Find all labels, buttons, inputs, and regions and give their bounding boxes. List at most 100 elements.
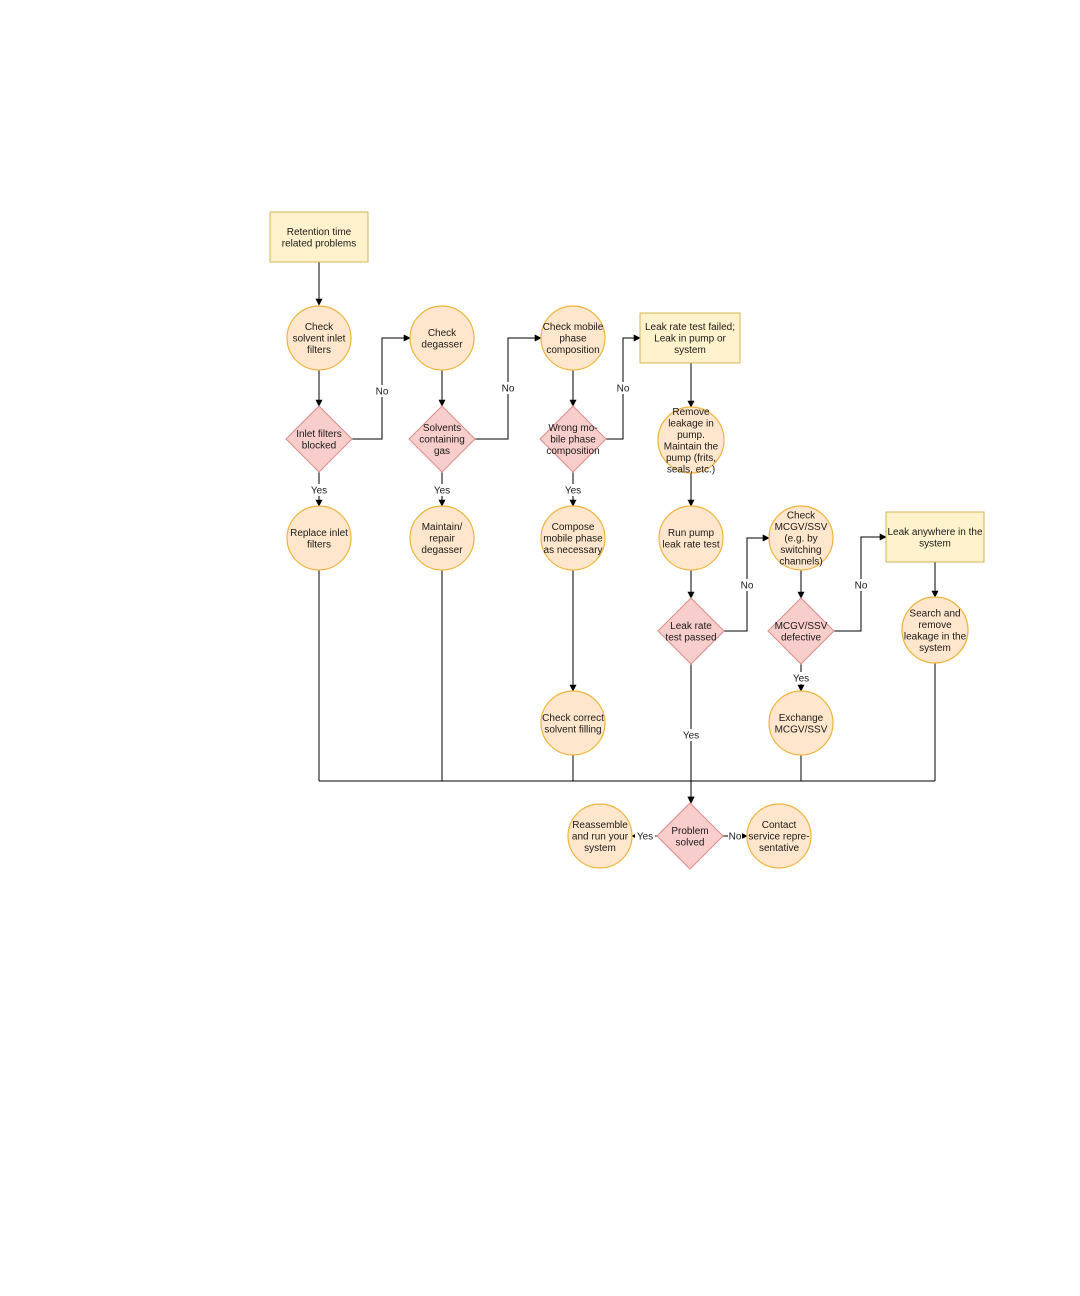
edge-label-solvents-gas-yes: Yes	[432, 484, 452, 497]
remove-leak-pump-circle	[657, 406, 725, 474]
maintain-degasser-label-line: degasser	[421, 545, 463, 556]
remove-leak-pump-label-line: Remove	[672, 407, 710, 418]
solvents-gas-label-line: Solvents	[423, 423, 461, 434]
check-filling-label-line: Check correct	[542, 713, 604, 724]
edge-label-wrong-mobile-no: No	[616, 382, 630, 395]
edge-label-wrong-mobile-no-bg	[616, 382, 630, 394]
edge-label-leak-passed-yes: Yes	[681, 729, 701, 742]
retention-label-line: Retention time	[287, 227, 352, 238]
edge-label-mcgv-defective-no-bg	[854, 579, 868, 591]
check-filling-circle	[540, 690, 606, 756]
edge-label-leak-passed-no-text: No	[741, 581, 754, 592]
edge-label-filters-blocked-no-bg	[375, 385, 389, 397]
replace-filters-circle	[286, 505, 352, 571]
edge-label-solvents-gas-yes-bg	[432, 484, 452, 496]
filters-blocked-label-line: Inlet filters	[296, 429, 342, 440]
edge-label-leak-passed-no: No	[740, 579, 754, 592]
contact-service-label-line: service repre-	[748, 832, 809, 843]
maintain-degasser-label-line: Maintain/	[422, 522, 463, 533]
wrong-mobile-diamond	[539, 405, 607, 473]
check-filters-label-line: filters	[307, 345, 331, 356]
check-mcgv-circle	[768, 505, 834, 571]
edge-label-filters-blocked-yes-bg	[309, 484, 329, 496]
wrong-mobile-label-line: bile phase	[550, 435, 596, 446]
search-remove-label-line: leakage in the	[904, 631, 967, 642]
mcgv-defective-diamond	[767, 597, 835, 665]
search-remove-label-line: Search and	[909, 608, 960, 619]
leak-anywhere-label-line: Leak anywhere in the	[887, 527, 983, 538]
remove-leak-pump-label-line: Maintain the	[664, 441, 719, 452]
edge-label-mcgv-defective-no-text: No	[855, 581, 868, 592]
edge-label-wrong-mobile-no-text: No	[617, 384, 630, 395]
solvents-gas-diamond	[408, 405, 476, 473]
leak-passed-diamond	[657, 597, 725, 665]
edge-label-wrong-mobile-yes-text: Yes	[565, 486, 581, 497]
contact-service-label-line: Contact	[762, 820, 797, 831]
reassemble-label-line: and run your	[572, 832, 629, 843]
search-remove-circle	[901, 596, 969, 664]
check-mobile-label-line: phase	[559, 334, 587, 345]
node-leak-failed: Leak rate test failed;Leak in pump orsys…	[639, 312, 741, 364]
filters-blocked-label-line: blocked	[302, 440, 336, 451]
edge-label-solvents-gas-yes-text: Yes	[434, 486, 450, 497]
retention-label-line: related problems	[282, 238, 356, 249]
reassemble-label-line: system	[584, 843, 616, 854]
problem-solved-label-line: solved	[676, 837, 705, 848]
leak-failed-label-line: Leak in pump or	[654, 334, 726, 345]
exchange-mcgv-label-line: Exchange	[779, 713, 824, 724]
check-filters-label-line: Check	[305, 322, 334, 333]
solvents-gas-label-line: containing	[419, 435, 465, 446]
check-mobile-label-line: composition	[546, 345, 599, 356]
edge-label-problem-solved-yes-text: Yes	[637, 832, 653, 843]
check-degasser-label-line: degasser	[421, 339, 463, 350]
edge-label-filters-blocked-no: No	[375, 385, 389, 398]
filters-blocked-diamond	[285, 405, 353, 473]
edge-label-problem-solved-yes: Yes	[635, 830, 655, 843]
check-degasser-label-line: Check	[428, 328, 457, 339]
remove-leak-pump-label-line: seals, etc.)	[667, 464, 715, 475]
edge-label-solvents-gas-no: No	[501, 382, 515, 395]
leak-passed-label-line: test passed	[665, 632, 716, 643]
edge-label-filters-blocked-yes-text: Yes	[311, 486, 327, 497]
leak-failed-label-line: Leak rate test failed;	[645, 322, 735, 333]
check-degasser-circle	[409, 305, 475, 371]
remove-leak-pump-label-line: pump.	[677, 430, 705, 441]
edge-label-mcgv-defective-no: No	[854, 579, 868, 592]
replace-filters-label-line: Replace inlet	[290, 528, 348, 539]
leak-anywhere-label-line: system	[919, 538, 951, 549]
exchange-mcgv-circle	[768, 690, 834, 756]
contact-service-circle	[746, 803, 812, 869]
leak-passed-label-line: Leak rate	[670, 621, 712, 632]
remove-leak-pump-label-line: pump (frits,	[666, 453, 716, 464]
search-remove-label-line: remove	[918, 620, 952, 631]
problem-solved-diamond	[656, 802, 724, 870]
reassemble-label-line: Reassemble	[572, 820, 628, 831]
edge-label-mcgv-defective-yes: Yes	[791, 672, 811, 685]
replace-filters-label-line: filters	[307, 539, 331, 550]
edge-label-leak-passed-yes-text: Yes	[683, 731, 699, 742]
compose-mobile-label-line: as necessary	[544, 545, 603, 556]
edge-label-problem-solved-no-bg	[728, 830, 742, 842]
edge-label-wrong-mobile-yes-bg	[563, 484, 583, 496]
check-mcgv-label-line: MCGV/SSV	[775, 522, 828, 533]
edge-label-filters-blocked-no-text: No	[376, 387, 389, 398]
check-mcgv-label-line: switching	[780, 545, 821, 556]
wrong-mobile-label-line: Wrong mo-	[548, 423, 597, 434]
